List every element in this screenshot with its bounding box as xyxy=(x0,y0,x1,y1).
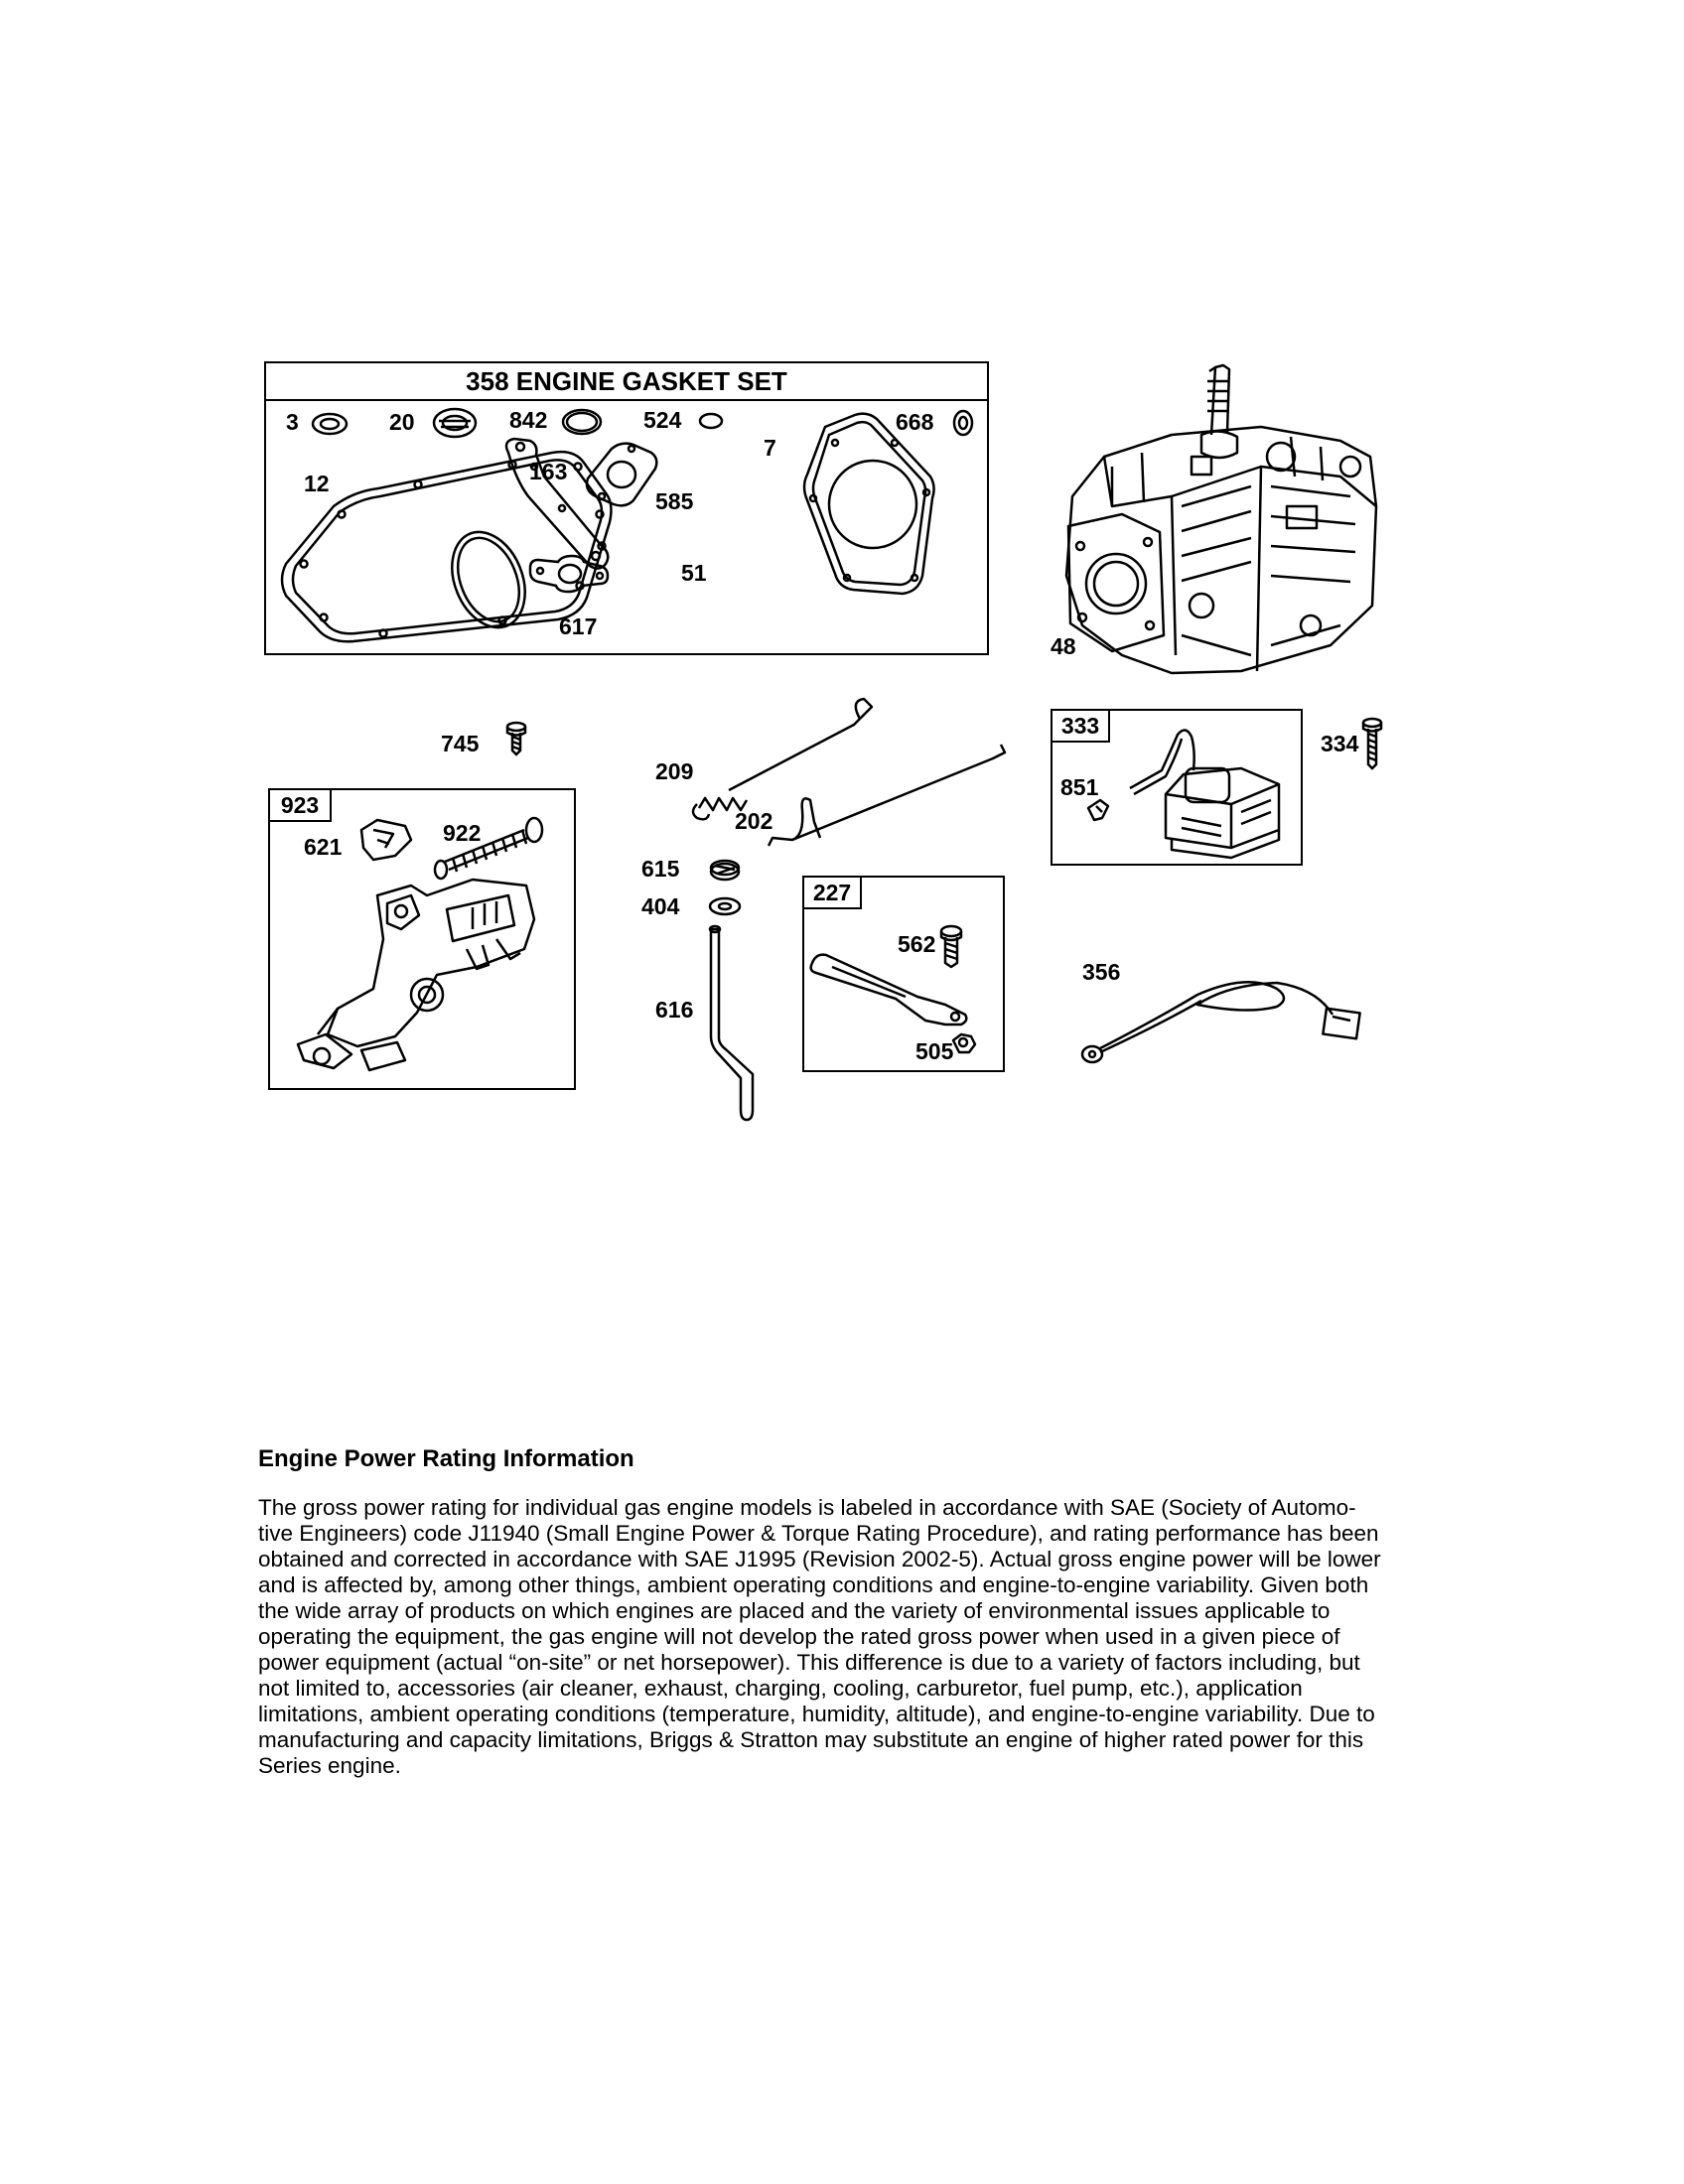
callout-745: 745 xyxy=(441,731,480,756)
part-621-clip-drawing xyxy=(359,818,413,862)
part-51-exhaust-gasket-drawing xyxy=(528,554,610,594)
part-922-spring-drawing xyxy=(433,816,544,881)
callout-851: 851 xyxy=(1060,774,1099,800)
callout-356: 356 xyxy=(1082,959,1121,985)
part-48-cylinder-drawing xyxy=(1064,363,1378,675)
part-7-head-gasket-drawing xyxy=(802,412,935,596)
callout-617: 617 xyxy=(559,614,598,639)
part-334-screw-drawing xyxy=(1361,717,1383,770)
callout-48: 48 xyxy=(1051,633,1076,659)
links-209-202-drawing xyxy=(691,697,1007,847)
part-12-sump-gasket-drawing xyxy=(280,450,613,643)
part-505-nut-drawing xyxy=(951,1032,977,1054)
part-3-seal-drawing xyxy=(311,412,349,436)
callout-202: 202 xyxy=(735,808,773,834)
part-616-shaft-drawing xyxy=(708,924,755,1122)
part-842-ring-drawing xyxy=(561,408,603,436)
callout-842: 842 xyxy=(509,407,548,433)
kit-tag-333: 333 xyxy=(1051,709,1110,743)
part-20-seal-drawing xyxy=(432,407,478,439)
callout-163: 163 xyxy=(529,459,568,484)
kit-227-box xyxy=(802,876,1005,1072)
callout-621: 621 xyxy=(304,834,343,860)
callout-3: 3 xyxy=(286,409,299,435)
callout-404: 404 xyxy=(641,893,680,919)
callout-334: 334 xyxy=(1321,731,1359,756)
part-851-clip-drawing xyxy=(1086,798,1110,822)
part-585-gasket-drawing xyxy=(504,437,610,570)
callout-616: 616 xyxy=(655,997,694,1023)
power-rating-body: The gross power rating for individual ga… xyxy=(258,1495,1381,1778)
kit-tag-227: 227 xyxy=(802,876,862,909)
power-rating-info: Engine Power Rating Information The gros… xyxy=(258,1445,1390,1779)
part-745-screw-drawing xyxy=(505,721,527,756)
part-404-washer-drawing xyxy=(708,896,742,916)
part-356-wire-drawing xyxy=(1080,981,1361,1064)
part-524-oring-drawing xyxy=(698,412,724,430)
part-163-carb-gasket-drawing xyxy=(585,442,658,507)
part-202-link-drawing xyxy=(767,744,1007,847)
callout-668: 668 xyxy=(896,409,934,435)
governor-shaft-parts-drawing xyxy=(708,859,755,1122)
callout-585: 585 xyxy=(655,488,694,514)
part-209-spring-drawing xyxy=(691,697,874,821)
part-333-armature-drawing xyxy=(1164,766,1281,860)
part-615-nut-drawing xyxy=(709,859,741,882)
part-227-lever-drawing xyxy=(809,953,968,1026)
kit-tag-923: 923 xyxy=(268,788,332,822)
gasket-set-parts xyxy=(280,407,974,643)
callout-20: 20 xyxy=(389,409,415,435)
callout-209: 209 xyxy=(655,758,694,784)
callout-505: 505 xyxy=(915,1038,954,1064)
callout-524: 524 xyxy=(643,407,682,433)
gasket-set-box: 358 ENGINE GASKET SET xyxy=(264,361,989,655)
kit-227-parts-drawing xyxy=(809,924,977,1054)
governor-control-drawing xyxy=(296,816,544,1072)
part-668-washer-drawing xyxy=(952,409,974,437)
part-617-oring-drawing xyxy=(451,530,526,629)
callout-615: 615 xyxy=(641,856,680,882)
gasket-set-title: 358 ENGINE GASKET SET xyxy=(266,363,987,401)
power-rating-heading: Engine Power Rating Information xyxy=(258,1445,634,1472)
callout-7: 7 xyxy=(764,435,776,461)
armature-333-box xyxy=(1051,709,1303,866)
callout-562: 562 xyxy=(898,931,936,957)
callout-51: 51 xyxy=(681,560,707,586)
callout-12: 12 xyxy=(304,471,330,496)
armature-parts-drawing xyxy=(1086,729,1281,860)
callout-922: 922 xyxy=(443,820,482,846)
control-kit-923-box xyxy=(268,788,576,1090)
part-562-screw-drawing xyxy=(939,924,963,969)
